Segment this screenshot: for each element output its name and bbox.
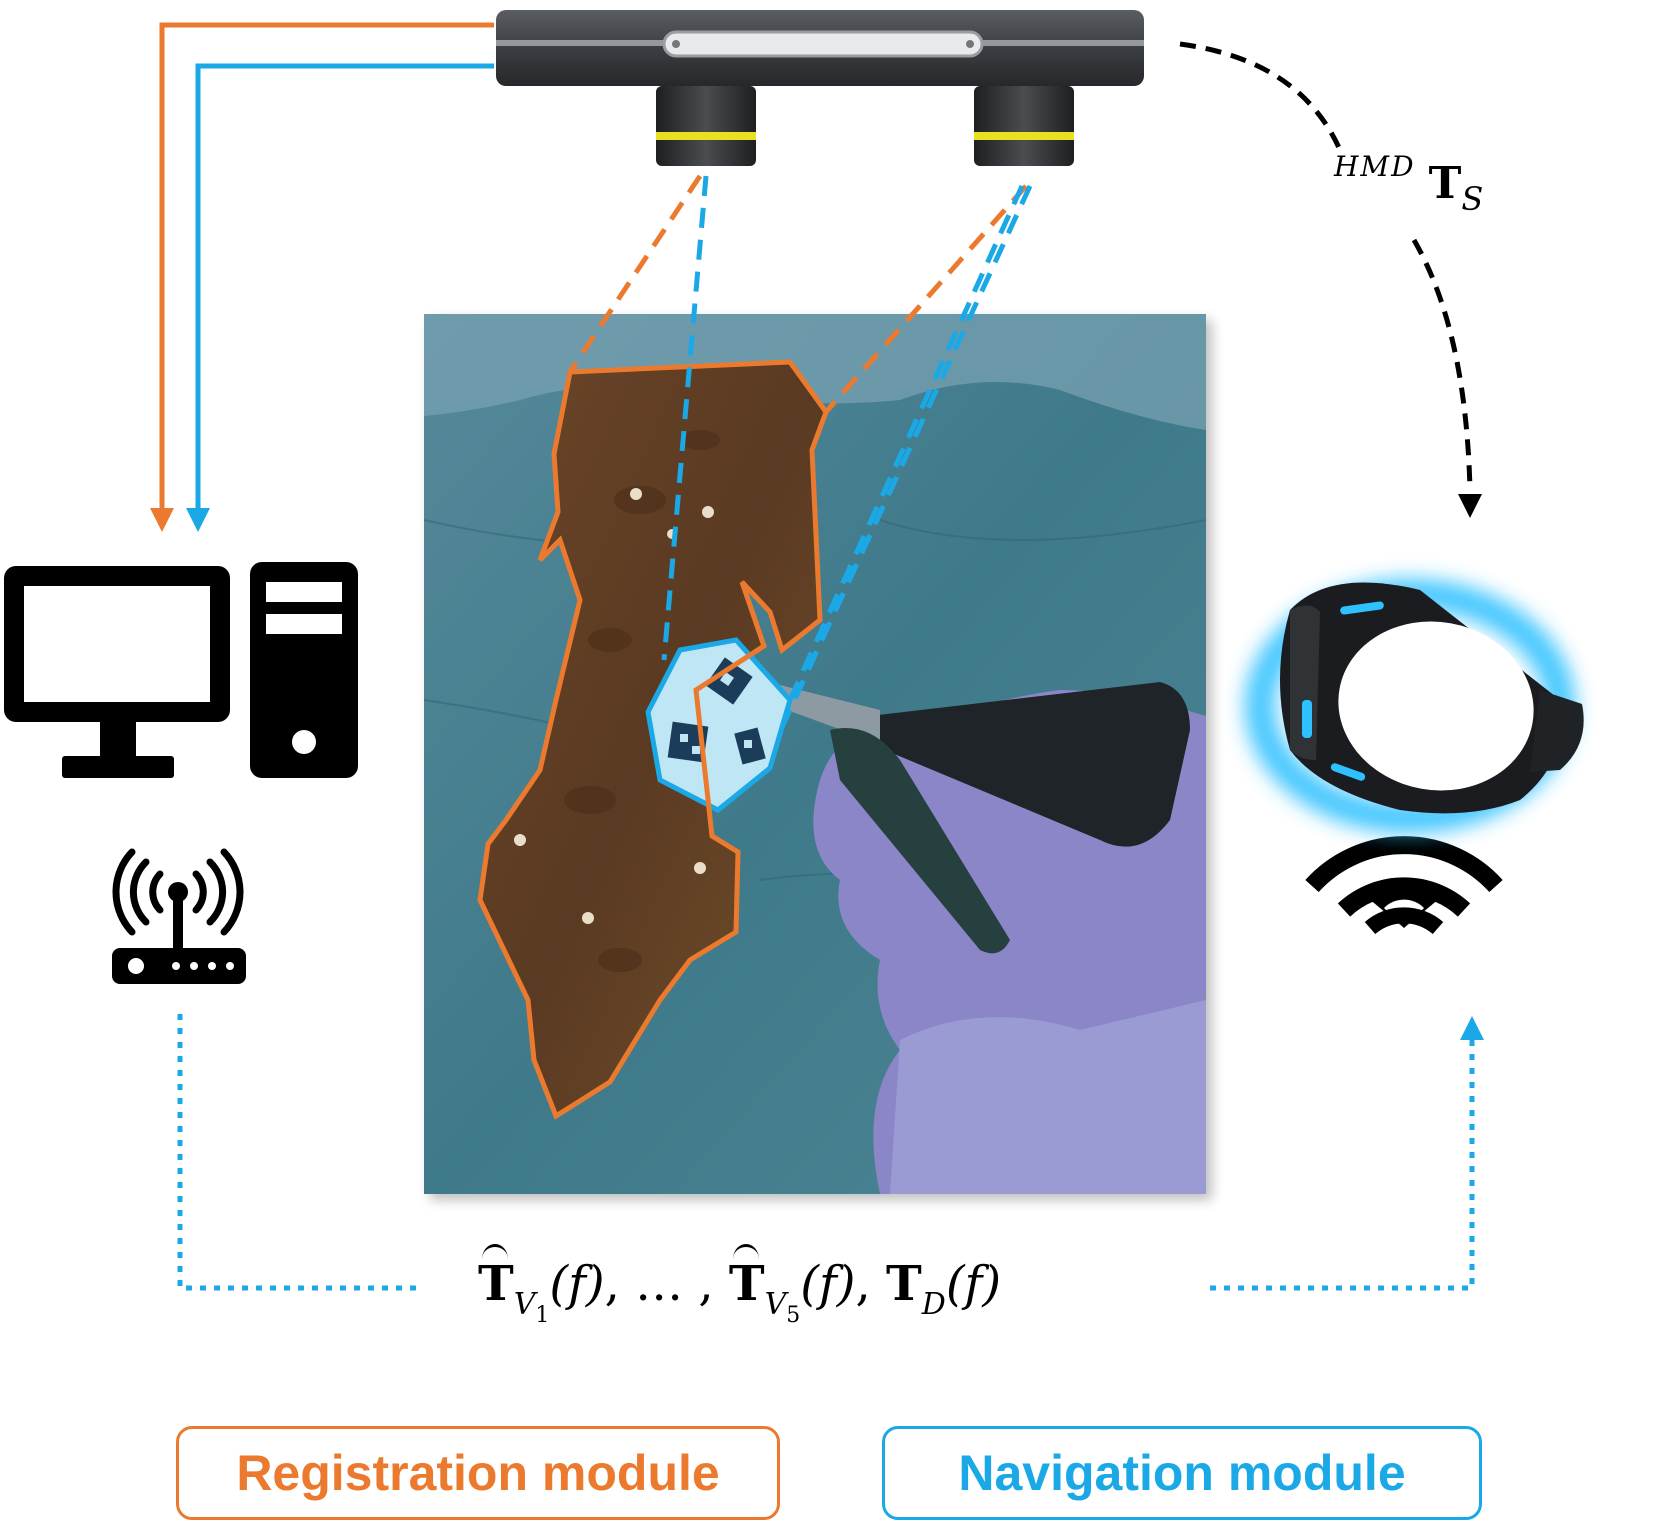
hmd-transform-label: HMD TS (1334, 150, 1483, 218)
t-hat-v5: T (728, 1256, 765, 1312)
v1-arg: (f) (549, 1256, 605, 1312)
registration-outline (477, 359, 829, 1120)
v5-sub-index: 5 (786, 1303, 801, 1328)
v1-sub-letter: V (513, 1287, 536, 1322)
hmd-arrowhead (1458, 494, 1482, 518)
hmd-t-symbol: T (1428, 158, 1462, 209)
v5-sub-letter: V (764, 1287, 787, 1322)
registration-module-label: Registration module (236, 1445, 720, 1501)
hmd-superscript: HMD (1334, 150, 1416, 183)
navigation-data-link (177, 1014, 1475, 1291)
wifi-icon (1305, 836, 1503, 935)
d-subscript: D (921, 1287, 946, 1322)
camera-to-computer-links (159, 22, 494, 512)
transform-equation: TV1(f), … , TV5(f), TD(f) (478, 1256, 1001, 1328)
v5-subscript: V5 (764, 1287, 801, 1328)
stereo-tracking-camera-icon (496, 10, 1144, 166)
ar-headset-icon (1245, 579, 1584, 833)
t-hat-v1: T (478, 1256, 514, 1312)
navigation-arrowhead (186, 508, 210, 532)
pc-tower-icon (250, 562, 358, 778)
hmd-transform-arrow (1179, 41, 1473, 491)
hmd-subscript: S (1461, 180, 1484, 218)
equation-separator: , … , (604, 1256, 714, 1312)
t-d-symbol: T (886, 1256, 922, 1312)
v1-sub-index: 1 (535, 1303, 550, 1328)
navigation-module-box: Navigation module (882, 1426, 1482, 1520)
navigation-module-label: Navigation module (958, 1445, 1406, 1501)
v5-arg: (f) (800, 1256, 856, 1312)
camera-projection-lines (567, 174, 1033, 738)
d-arg: (f) (945, 1256, 1002, 1312)
registration-module-box: Registration module (176, 1426, 780, 1520)
wireless-router-icon (112, 848, 246, 984)
equation-comma: , (855, 1256, 871, 1312)
computer-monitor-icon (4, 566, 230, 778)
v1-subscript: V1 (513, 1287, 550, 1328)
registration-arrowhead (150, 508, 174, 532)
navigation-link-arrowhead (1460, 1016, 1484, 1040)
